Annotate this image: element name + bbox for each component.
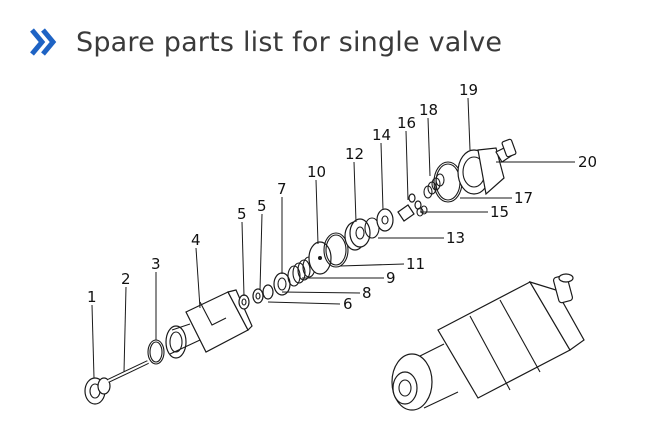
- label-9: 9: [386, 269, 396, 287]
- part-5-washer: [238, 294, 250, 310]
- label-19: 19: [459, 81, 478, 99]
- label-20: 20: [578, 153, 597, 171]
- part-1-end-cap: [84, 377, 111, 405]
- part-11-o-ring: [323, 232, 349, 268]
- label-6: 6: [343, 295, 353, 313]
- assembled-valve: [391, 273, 585, 411]
- part-19-head-cap: [457, 147, 505, 196]
- page-title: Spare parts list for single valve: [76, 26, 503, 58]
- part-6-ring: [262, 284, 274, 300]
- label-14: 14: [372, 126, 391, 144]
- label-3: 3: [151, 255, 161, 273]
- label-7: 7: [277, 180, 287, 198]
- part-7-seat: [273, 272, 291, 296]
- part-16-pilot-pin: [397, 193, 422, 222]
- leader-lines: [91, 97, 575, 379]
- label-17: 17: [514, 189, 533, 207]
- part-5b-washer: [252, 288, 264, 304]
- label-5b: 5: [257, 197, 267, 215]
- part-3-o-ring: [147, 339, 165, 365]
- label-15: 15: [490, 203, 509, 221]
- label-10: 10: [307, 163, 326, 181]
- label-5a: 5: [237, 205, 247, 223]
- label-13: 13: [446, 229, 465, 247]
- part-14-seal: [376, 208, 394, 232]
- label-11: 11: [406, 255, 425, 273]
- part-labels: 1 2 3 4 5 5 6 7 8 9 10 11 12 13 14 15 16…: [87, 81, 597, 313]
- label-4: 4: [191, 231, 201, 249]
- label-16: 16: [397, 114, 416, 132]
- page-header: Spare parts list for single valve: [26, 22, 502, 62]
- part-12-piston: [344, 218, 371, 251]
- part-2-stem: [107, 360, 149, 383]
- part-4-body: [165, 289, 253, 359]
- label-8: 8: [362, 284, 372, 302]
- label-12: 12: [345, 145, 364, 163]
- label-1: 1: [87, 288, 97, 306]
- label-18: 18: [419, 101, 438, 119]
- double-chevron-right-icon: [30, 28, 57, 56]
- part-20-fitting: [495, 138, 517, 163]
- label-2: 2: [121, 270, 131, 288]
